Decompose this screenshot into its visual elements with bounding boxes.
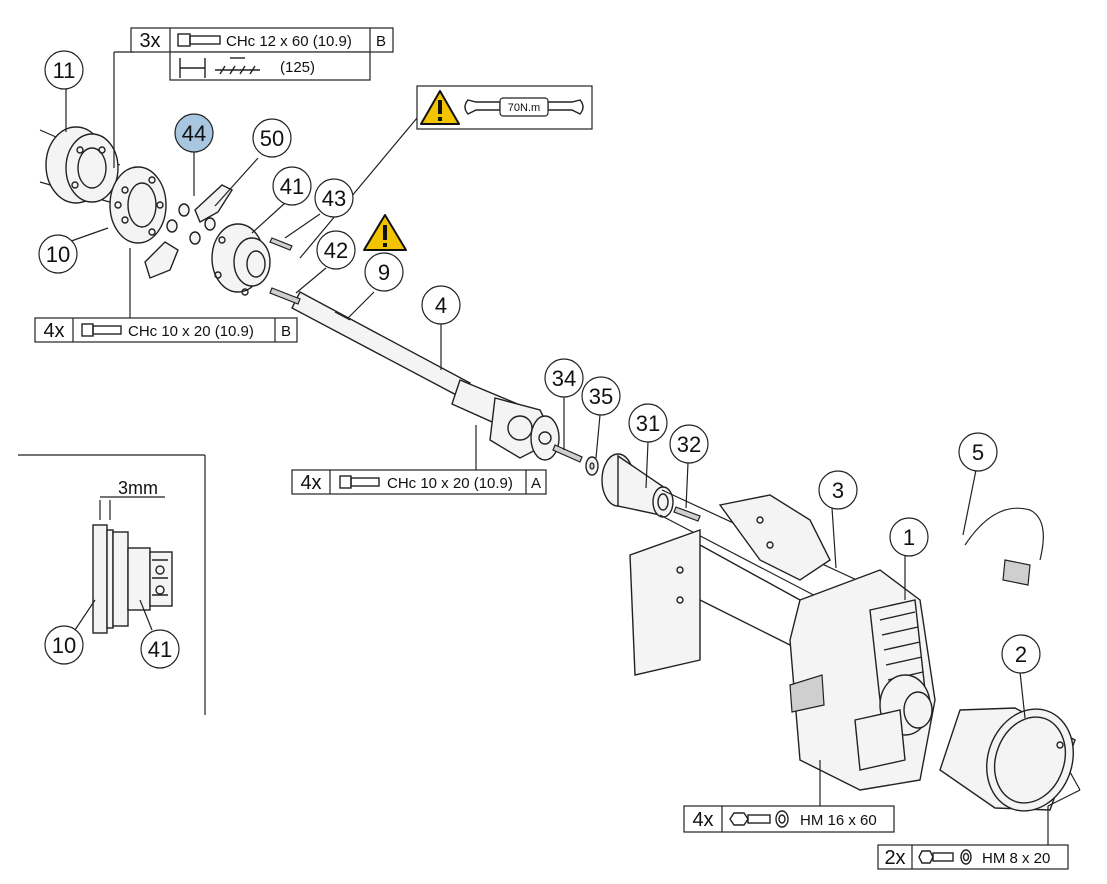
- spec-table-hm16: 4x HM 16 x 60: [683, 805, 895, 833]
- svg-text:10: 10: [46, 242, 70, 267]
- svg-text:34: 34: [552, 366, 576, 391]
- spec-table-left: 4x CHc 10 x 20 (10.9) B: [34, 317, 298, 343]
- svg-text:3mm: 3mm: [118, 478, 158, 498]
- washer-35: [585, 456, 599, 476]
- drive-shaft: [291, 291, 521, 431]
- universal-joint: [489, 397, 560, 461]
- svg-text:35: 35: [589, 384, 613, 409]
- detail-hub-41: [112, 531, 173, 627]
- cone-2: [939, 707, 1076, 812]
- hub-41: [211, 223, 271, 296]
- svg-text:2: 2: [1015, 642, 1027, 667]
- callout-10-detail: 10: [44, 625, 84, 665]
- svg-text:2x: 2x: [884, 847, 905, 869]
- gearbox-1: [789, 569, 936, 791]
- callout-41: 41: [272, 166, 312, 206]
- callout-9: 9: [364, 252, 404, 292]
- svg-text:43: 43: [322, 186, 346, 211]
- callout-3: 3: [818, 470, 858, 510]
- svg-text:CHc 10 x 20 (10.9): CHc 10 x 20 (10.9): [128, 323, 254, 340]
- key-32: [673, 506, 701, 522]
- svg-text:41: 41: [280, 174, 304, 199]
- bolt-icon: [339, 475, 380, 489]
- detail-disc-10: [92, 524, 114, 634]
- svg-text:HM 8 x 20: HM 8 x 20: [982, 850, 1050, 867]
- warning-icon: [420, 90, 460, 125]
- callout-44: 44: [174, 113, 214, 153]
- svg-text:4x: 4x: [43, 320, 64, 342]
- spec-table-top: 3x CHc 12 x 60 (10.9) B (125): [130, 27, 394, 81]
- svg-text:4x: 4x: [300, 472, 321, 494]
- svg-text:B: B: [376, 33, 386, 50]
- callout-11: 11: [44, 50, 84, 90]
- callout-2: 2: [1001, 634, 1041, 674]
- svg-text:4x: 4x: [692, 809, 713, 831]
- callout-10: 10: [38, 234, 78, 274]
- callout-41-detail: 41: [140, 629, 180, 669]
- frame-3: [629, 494, 831, 676]
- callout-42: 42: [316, 230, 356, 270]
- svg-text:44: 44: [182, 121, 206, 146]
- warning-icon: [363, 214, 407, 251]
- key-42: [269, 287, 301, 305]
- bracket-50: [144, 184, 234, 279]
- callout-5: 5: [958, 432, 998, 472]
- callout-50: 50: [252, 118, 292, 158]
- cable-5: [964, 507, 1044, 586]
- flange-11: [39, 126, 121, 206]
- screw-43: [269, 237, 293, 251]
- bolt-icon: [177, 33, 221, 47]
- svg-text:31: 31: [636, 411, 660, 436]
- callout-35: 35: [581, 376, 621, 416]
- svg-text:42: 42: [324, 238, 348, 263]
- detail-inset: 3mm: [18, 454, 206, 715]
- sleeve-31: [601, 453, 674, 518]
- callout-43: 43: [314, 178, 354, 218]
- disc-10: [109, 166, 167, 244]
- spec-table-mid: 4x CHc 10 x 20 (10.9) A: [291, 469, 547, 495]
- svg-text:1: 1: [903, 525, 915, 550]
- callout-32: 32: [669, 424, 709, 464]
- washer-icon: [960, 849, 972, 865]
- bolt-icon: [729, 812, 771, 826]
- callout-31: 31: [628, 403, 668, 443]
- svg-text:3: 3: [832, 478, 844, 503]
- thread-length-icon: [179, 57, 260, 78]
- callout-1: 1: [889, 517, 929, 557]
- svg-text:3x: 3x: [139, 30, 160, 52]
- svg-text:70N.m: 70N.m: [508, 102, 540, 114]
- svg-text:(125): (125): [280, 59, 315, 76]
- spec-table-hm8: 2x HM 8 x 20: [877, 844, 1069, 870]
- svg-text:41: 41: [148, 637, 172, 662]
- bolt-icon: [81, 323, 122, 337]
- svg-text:HM 16 x 60: HM 16 x 60: [800, 812, 877, 829]
- svg-text:A: A: [531, 475, 541, 492]
- svg-text:5: 5: [972, 440, 984, 465]
- svg-text:32: 32: [677, 432, 701, 457]
- svg-text:10: 10: [52, 633, 76, 658]
- bolt-icon: [918, 850, 954, 864]
- washer-icon: [775, 810, 789, 828]
- svg-text:11: 11: [53, 58, 76, 83]
- callout-34: 34: [544, 358, 584, 398]
- svg-text:CHc 10 x 20 (10.9): CHc 10 x 20 (10.9): [387, 475, 513, 492]
- svg-text:9: 9: [378, 260, 390, 285]
- wrench-icon: 70N.m: [464, 97, 584, 117]
- svg-text:4: 4: [435, 293, 447, 318]
- svg-text:50: 50: [260, 126, 284, 151]
- torque-spec-box: 70N.m: [416, 85, 593, 130]
- bushing-44: [166, 203, 216, 245]
- callout-4: 4: [421, 285, 461, 325]
- svg-text:CHc 12 x 60 (10.9): CHc 12 x 60 (10.9): [226, 33, 352, 50]
- svg-text:B: B: [281, 323, 291, 340]
- pin-34: [552, 444, 583, 463]
